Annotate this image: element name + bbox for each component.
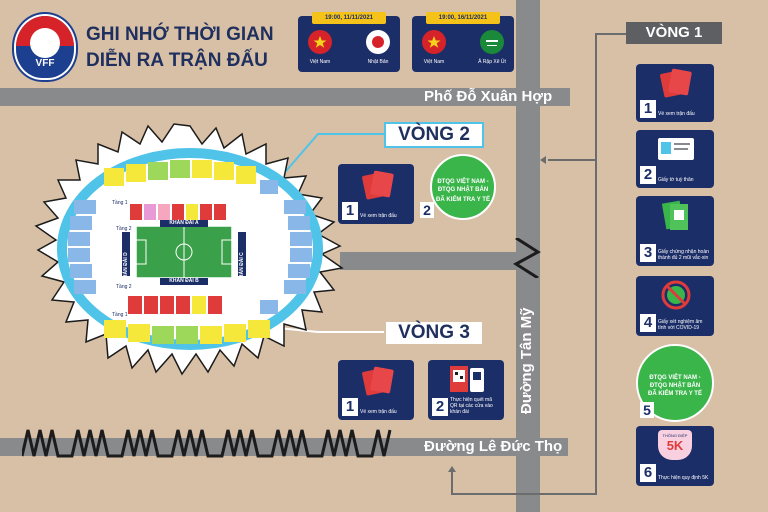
vong1-step-covid-test: 4 Giấy xét nghiệm âm tính với COVID-19	[636, 276, 714, 336]
five-k-value: 5K	[666, 438, 684, 453]
step-caption: Giấy chứng nhận hoàn thành đủ 2 mũi vắc-…	[658, 249, 709, 261]
road-label-xuan-hop: Phố Đỗ Xuân Hợp	[424, 88, 553, 105]
vong1-step-5k: THÔNG ĐIỆP 5K 6 Thực hiện quy định 5K	[636, 426, 714, 486]
floor2-top-label: Tầng 2	[116, 226, 132, 232]
step-number: 2	[640, 166, 656, 184]
ticket-icon	[660, 68, 692, 98]
match-card-1: 19:00, 11/11/2021 Việt Nam Nhật Bản	[298, 12, 400, 72]
road-stub	[340, 252, 516, 270]
step-caption: Thực hiện quy định 5K	[658, 475, 709, 481]
match-date: 19:00, 16/11/2021	[426, 12, 500, 24]
ticket-icon	[362, 170, 394, 200]
step-number: 1	[342, 202, 358, 220]
vong2-step2-number: 2	[420, 202, 434, 218]
stadium-map	[34, 123, 344, 376]
vong2-label: VÒNG 2	[386, 124, 482, 146]
vong1-label: VÒNG 1	[626, 22, 722, 44]
step-caption: Giấy xét nghiệm âm tính với COVID-19	[658, 319, 703, 331]
step-number: 2	[432, 398, 448, 416]
floor1-bottom-label: Tầng 1	[112, 312, 128, 318]
five-k-shield: THÔNG ĐIỆP 5K	[658, 430, 692, 460]
road-label-le-duc-tho: Đường Lê Đức Thọ	[424, 438, 563, 455]
floor2-bottom-label: Tầng 2	[116, 284, 132, 290]
vong1-step5-number: 5	[640, 402, 654, 418]
vong3-step-qr: 2 Thực hiện quét mã QR tại các cửa vào k…	[428, 360, 504, 420]
step-number: 3	[640, 244, 656, 262]
no-covid-icon	[661, 280, 691, 310]
stand-sections-top	[104, 160, 256, 220]
vong3-label: VÒNG 3	[386, 322, 482, 344]
japan-flag-icon	[366, 30, 390, 54]
road-zigzag	[513, 238, 541, 278]
road-do-xuan-hop	[0, 88, 570, 106]
team-2: Ả Rập Xê Út	[478, 59, 506, 65]
vong1-step-ticket: 1 Vé xem trận đấu	[636, 64, 714, 122]
ticket-icon	[362, 366, 394, 396]
stand-sections-sides	[68, 180, 312, 314]
step-number: 1	[640, 100, 656, 118]
badge-check-line: ĐÃ KIỂM TRA Y TẾ	[436, 197, 490, 203]
step-caption: Vé xem trận đấu	[360, 213, 397, 219]
match-date: 19:00, 11/11/2021	[312, 12, 386, 24]
five-k-label: THÔNG ĐIỆP	[662, 433, 688, 438]
badge-match-line: ĐTQG VIỆT NAM - ĐTQG NHẬT BẢN	[649, 375, 701, 389]
team-2: Nhật Bản	[367, 59, 389, 65]
step-caption: Thực hiện quét mã QR tại các cửa vào khá…	[450, 397, 493, 415]
title-line-1: GHI NHỚ THỜI GIAN	[86, 24, 274, 45]
stand-b-label: KHÁN ĐÀI B	[169, 278, 199, 284]
qr-code-icon	[450, 366, 484, 392]
vong1-step-vaccine: 3 Giấy chứng nhận hoàn thành đủ 2 mũi vắ…	[636, 196, 714, 266]
id-card-icon	[658, 138, 694, 160]
vong2-step-ticket: 1 Vé xem trận đấu	[338, 164, 414, 224]
fence-zigzag	[22, 429, 392, 458]
stand-sections-bottom	[104, 296, 270, 344]
vong2-step-health-check: ĐTQG VIỆT NAM - ĐTQG NHẬT BẢN ĐÃ KIỂM TR…	[430, 154, 496, 220]
stand-c-label: KHÁN ĐÀI C	[239, 252, 245, 282]
floor1-top-label: Tầng 1	[112, 200, 128, 206]
vietnam-flag-icon	[308, 30, 332, 54]
vff-logo: VFF	[14, 14, 76, 80]
stadium-ring	[57, 148, 323, 350]
badge-check-line: ĐÃ KIỂM TRA Y TẾ	[648, 391, 702, 397]
step-number: 4	[640, 314, 656, 332]
stand-d-label: KHÁN ĐÀI D	[123, 252, 129, 282]
vong3-step-ticket: 1 Vé xem trận đấu	[338, 360, 414, 420]
step-number: 6	[640, 464, 656, 482]
ball-icon	[30, 28, 60, 58]
saudi-flag-icon	[480, 30, 504, 54]
badge-match-line: ĐTQG VIỆT NAM - ĐTQG NHẬT BẢN	[437, 179, 489, 193]
step-number: 1	[342, 398, 358, 416]
vong1-step-id: 2 Giấy tờ tuỳ thân	[636, 130, 714, 188]
page-title: GHI NHỚ THỜI GIAN DIỄN RA TRẬN ĐẤU	[86, 22, 274, 74]
vietnam-flag-icon	[422, 30, 446, 54]
team-1: Việt Nam	[423, 59, 445, 65]
match-card-2: 19:00, 16/11/2021 Việt Nam Ả Rập Xê Út	[412, 12, 514, 72]
step-caption: Vé xem trận đấu	[360, 409, 397, 415]
title-line-2: DIỄN RA TRẬN ĐẤU	[86, 50, 268, 71]
step-caption: Giấy tờ tuỳ thân	[658, 177, 694, 183]
vaccine-certificate-icon	[661, 200, 688, 230]
logo-text: VFF	[35, 58, 55, 69]
team-1: Việt Nam	[309, 59, 331, 65]
step-caption: Vé xem trận đấu	[658, 111, 695, 117]
stand-a-label: KHÁN ĐÀI A	[169, 220, 199, 226]
